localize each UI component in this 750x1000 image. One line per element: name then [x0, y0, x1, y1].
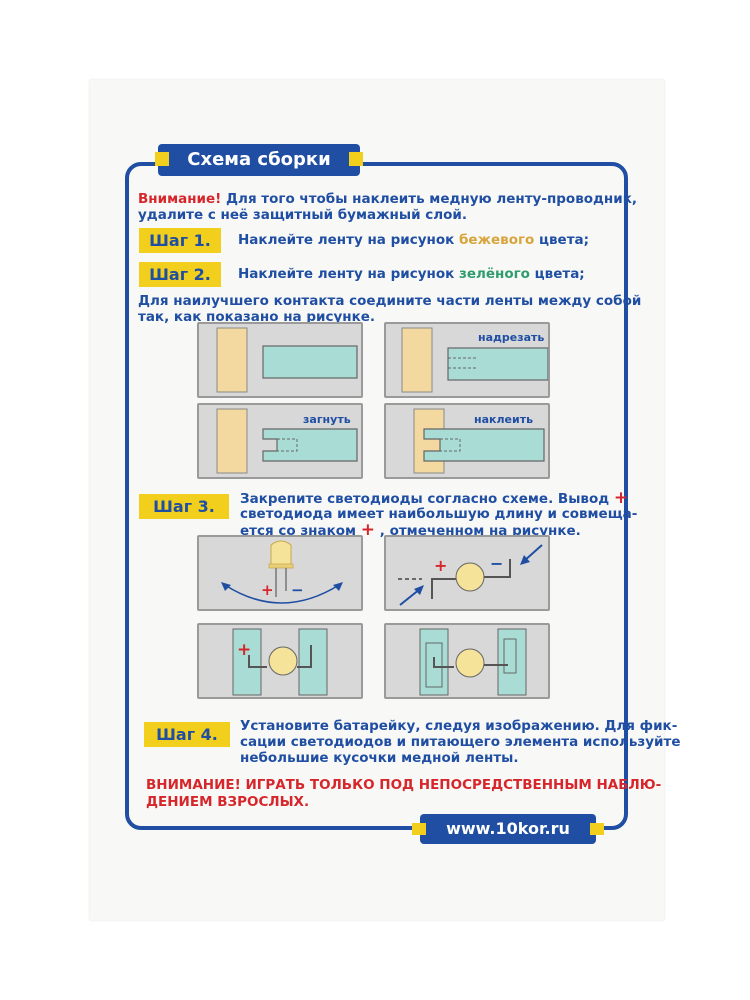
mounted-plus-sign: + — [237, 640, 251, 660]
warning-line-1: ВНИМАНИЕ! ИГРАТЬ ТОЛЬКО ПОД НЕПОСРЕДСТВЕ… — [146, 777, 662, 793]
tape-diagram-separate — [197, 322, 363, 398]
step-4-line-3: небольшие кусочки медной ленты. — [240, 750, 519, 766]
step-3-line-2: светодиода имеет наибольшую длину и совм… — [240, 506, 638, 522]
cut-label: надрезать — [478, 331, 544, 344]
website-url: www.10kor.ru — [446, 819, 570, 838]
title-tab: Схема сборки — [155, 144, 363, 176]
step-1-text: Наклейте ленту на рисунок бежевого цвета… — [238, 232, 590, 248]
tape-diagram-stick: наклеить — [384, 403, 550, 479]
warning-line-2: ДЕНИЕМ ВЗРОСЛЫХ. — [146, 794, 310, 810]
led-diagram-bent: + − — [384, 535, 550, 611]
stick-label: наклеить — [474, 413, 533, 426]
content-frame — [125, 162, 628, 830]
step-4-badge: Шаг 4. — [144, 722, 230, 747]
step-2-badge: Шаг 2. — [139, 262, 221, 287]
led-diagram-mounted: + — [197, 623, 363, 699]
led-plus-sign: + — [261, 581, 274, 599]
fold-label: загнуть — [303, 413, 351, 426]
website-tab: www.10kor.ru — [412, 814, 604, 844]
step-3-badge: Шаг 3. — [139, 494, 229, 519]
step-1-badge: Шаг 1. — [139, 228, 221, 253]
tape-diagram-cut: надрезать — [384, 322, 550, 398]
step-2-text: Наклейте ленту на рисунок зелёного цвета… — [238, 266, 585, 282]
intro-attention-label: Внимание! — [138, 191, 222, 207]
step-4-line-2: сации светодиодов и питающего элемента и… — [240, 734, 681, 750]
contact-line-2: так, как показано на рисунке. — [138, 309, 376, 325]
led-diagram-taped — [384, 623, 550, 699]
step-3-line-1: Закрепите светодиоды согласно схеме. Выв… — [240, 488, 629, 508]
led-diagram-leads: + − — [197, 535, 363, 611]
tape-diagram-fold: загнуть — [197, 403, 363, 479]
page-title: Схема сборки — [187, 149, 331, 170]
step-4-line-1: Установите батарейку, следуя изображению… — [240, 718, 678, 734]
intro-line-1: Внимание! Для того чтобы наклеить медную… — [138, 191, 638, 207]
led-minus-sign: − — [291, 581, 304, 599]
intro-line-2: удалите с неё защитный бумажный слой. — [138, 207, 467, 223]
bent-minus-sign: − — [490, 554, 503, 573]
contact-line-1: Для наилучшего контакта соедините части … — [138, 293, 642, 309]
bent-plus-sign: + — [434, 556, 447, 575]
